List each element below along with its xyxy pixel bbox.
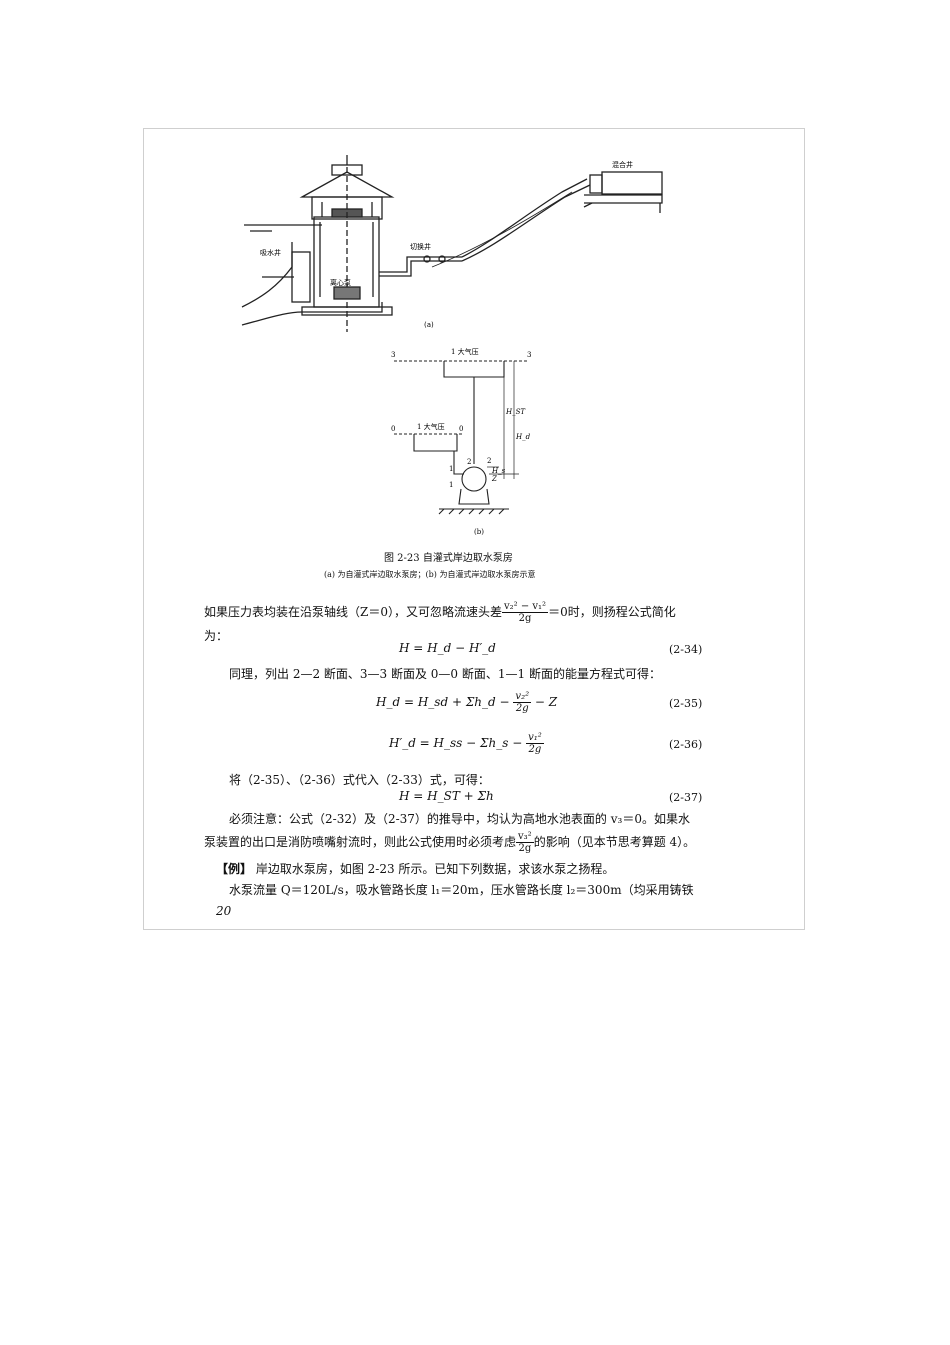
para-5: 水泵流量 Q＝120L/s，吸水管路长度 l₁＝20m，压水管路长度 l₂＝30… [229,883,694,897]
para-3: 将（2-35）、（2-36）式代入（2-33）式，可得： [229,773,490,787]
equation-2-36-number: (2-36) [669,738,703,751]
figure-caption-subtitle: (a) 为自灌式岸边取水泵房；(b) 为自灌式岸边取水泵房示意 [324,570,536,579]
para-4-text-c: 的影响（见本节思考算题 4）。 [533,835,696,849]
para-4-den: 2g [518,843,532,854]
section-3-right: 3 [527,351,531,359]
eq35-den: 2g [515,703,529,714]
example-tag: 【例】 [216,862,253,876]
label-intake-well: 吸水井 [260,248,281,257]
example-text: 岸边取水泵房，如图 2-23 所示。已知下列数据，求该水泵之扬程。 [252,862,615,876]
label-centrifugal-pump: 离心泵 [330,278,351,287]
label-atm-low: 1 大气压 [417,422,445,431]
eq36-part-a: H′_d = H_ss − Σh_s − [389,736,523,750]
frac-denominator: 2g [518,613,532,624]
label-hst: H_ST [505,408,526,416]
para-4-num: v₃² [516,831,534,843]
eq36-den: 2g [528,744,542,755]
eq35-part-b: − Z [534,695,558,709]
para-1-eq0: ＝0 [548,605,568,619]
para-4-line-1: 必须注意：公式（2-32）及（2-37）的推导中，均认为高地水池表面的 v₃＝0… [229,812,690,826]
label-hs: H_s [491,467,506,475]
label-gate-valve: 切换井 [410,242,431,251]
label-hd: H_d [515,433,531,441]
eq35-num: v₂² [513,691,532,703]
section-0-left: 0 [391,425,395,433]
equation-2-34-number: (2-34) [669,643,703,656]
document-page: 混合井 吸水井 切换井 离心泵 (a) 3 3 [143,128,805,930]
eq35-part-a: H_d = H_sd + Σh_d − [376,695,510,709]
equation-2-37-number: (2-37) [669,791,703,804]
example-line: 【例】 岸边取水泵房，如图 2-23 所示。已知下列数据，求该水泵之扬程。 [216,860,614,877]
para-1-line-2: 为： [204,629,229,643]
section-2-label: 2 [467,458,471,466]
para-1-text-b: 时，则扬程公式简化 [567,605,676,619]
section-0-right: 0 [459,425,463,433]
figure-a-sublabel: (a) [424,321,434,329]
para-2: 同理，列出 2—2 断面、3—3 断面及 0—0 断面、1—1 断面的能量方程式… [229,667,661,681]
figure-a-pump-station-diagram: 混合井 吸水井 切换井 离心泵 (a) [241,155,663,332]
eq36-num: v₁² [526,732,544,744]
label-atm-top: 1 大气压 [451,347,479,356]
label-z: Z [491,475,497,483]
para-1-text-a: 如果压力表均装在沿泵轴线（Z＝0），又可忽略流速头差 [204,605,502,619]
frac-numerator: v₂² − v₁² [501,601,549,613]
equation-2-35-number: (2-35) [669,697,703,710]
section-1-label: 1 [449,465,453,473]
section-3-left: 3 [391,351,395,359]
equation-2-34: H = H_d − H′_d [399,641,496,655]
figure-b-sublabel: (b) [474,528,484,536]
section-1b-label: 1 [449,481,453,489]
equation-2-37: H = H_ST + Σh [399,789,494,803]
section-2b-label: 2 [487,457,491,465]
label-mix-well: 混合井 [612,160,633,169]
figure-b-schematic-diagram: 3 3 1 大气压 1 大气压 0 0 1 1 2 2 H_ST H_d H_s… [391,347,531,536]
para-4-text-b: 泵装置的出口是消防喷嘴射流时，则此公式使用时必须考虑 [204,835,517,849]
figure-caption-title: 图 2-23 自灌式岸边取水泵房 [384,553,513,564]
page-number: 20 [216,904,232,918]
